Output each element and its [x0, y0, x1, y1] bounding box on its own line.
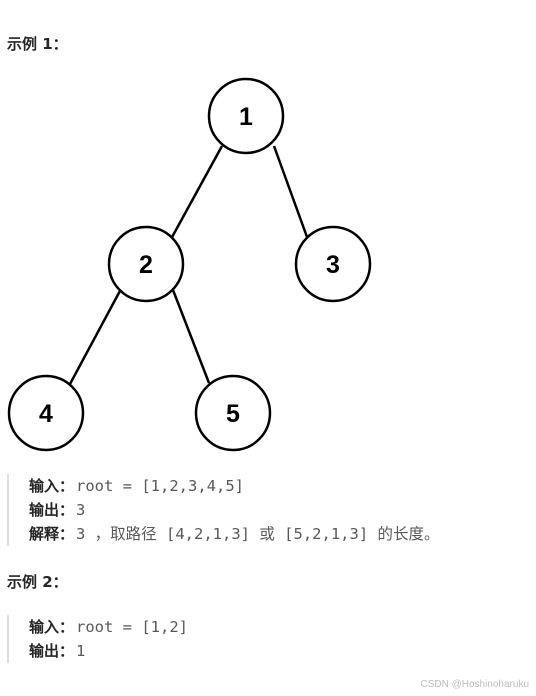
binary-tree-diagram: 1 2 3 4 5: [7, 77, 372, 452]
tree-node-2: 2: [107, 225, 185, 303]
example-2-title: 示例 2：: [7, 573, 68, 591]
input-value: root = [1,2,3,4,5]: [76, 477, 244, 495]
input-value: root = [1,2]: [76, 618, 188, 636]
tree-node-label: 2: [139, 251, 153, 279]
tree-node-label: 4: [39, 400, 53, 428]
input-label: 输入：: [29, 477, 75, 495]
input-line: 输入：root = [1,2]: [29, 615, 188, 639]
tree-node-5: 5: [194, 374, 272, 452]
output-label: 输出：: [29, 642, 75, 660]
watermark-text: CSDN @Hoshinoharuku: [420, 679, 529, 690]
tree-node-label: 1: [239, 103, 253, 131]
output-label: 输出：: [29, 501, 75, 519]
tree-edge-2-5: [171, 289, 211, 384]
output-value: 1: [76, 642, 86, 660]
tree-node-4: 4: [7, 374, 85, 452]
tree-node-label: 3: [326, 251, 340, 279]
example-2-io-block: 输入：root = [1,2] 输出：1: [7, 615, 188, 663]
explanation-line: 解释：3 ，取路径 [4,2,1,3] 或 [5,2,1,3] 的长度。: [29, 522, 439, 546]
tree-node-label: 5: [226, 400, 240, 428]
example-1-title: 示例 1：: [7, 35, 68, 53]
explanation-label: 解释：: [29, 525, 75, 543]
tree-node-1: 1: [207, 77, 285, 155]
output-line: 输出：1: [29, 639, 188, 663]
tree-node-3: 3: [294, 225, 372, 303]
input-label: 输入：: [29, 618, 75, 636]
tree-edge-2-4: [68, 288, 123, 385]
tree-edge-1-3: [272, 145, 309, 238]
example-1-io-block: 输入：root = [1,2,3,4,5] 输出：3 解释：3 ，取路径 [4,…: [7, 474, 439, 546]
output-line: 输出：3: [29, 498, 439, 522]
explanation-value: 3 ，取路径 [4,2,1,3] 或 [5,2,1,3] 的长度。: [76, 525, 440, 543]
output-value: 3: [76, 501, 86, 519]
tree-edge-1-2: [169, 145, 224, 240]
input-line: 输入：root = [1,2,3,4,5]: [29, 474, 439, 498]
